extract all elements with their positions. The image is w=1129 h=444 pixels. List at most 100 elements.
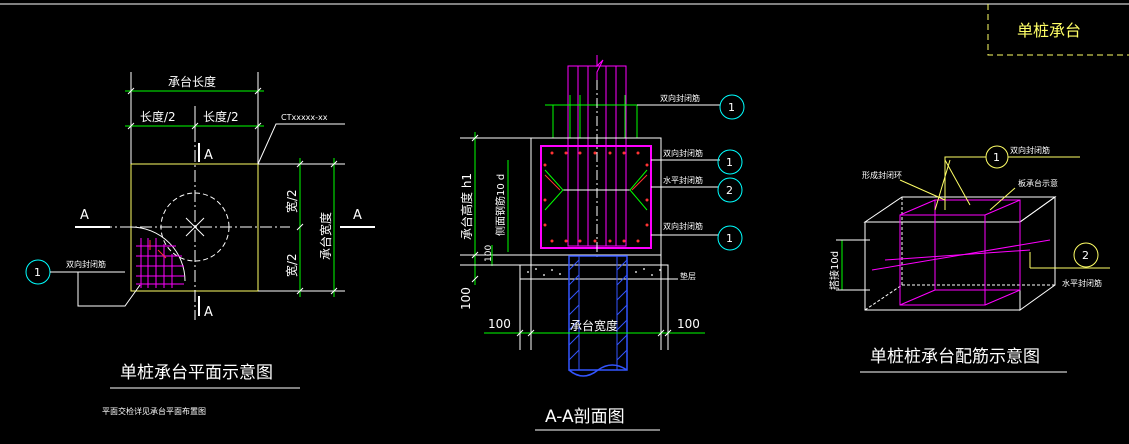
plan-section-a-left: A <box>80 208 89 223</box>
section-left-100: 100 <box>488 317 511 331</box>
iso-ring-label: 形成封闭环 <box>862 170 902 180</box>
section-callout-bot-circle <box>717 225 743 251</box>
plan-pile-circle <box>160 192 230 262</box>
plan-tick-10 <box>330 287 338 295</box>
iso-rebar-link-3 <box>899 289 936 306</box>
iso-callout-2-circle <box>1073 242 1099 268</box>
plan-tick-6 <box>296 160 304 168</box>
plan-subtitle: 平面交检详见承台平面布置图 <box>102 406 206 416</box>
iso-callout-1-number: 1 <box>993 151 1000 164</box>
iso-rebar-link-2 <box>984 199 1021 216</box>
section-cushion <box>519 264 669 280</box>
plan-tag-leader <box>257 123 345 165</box>
section-rebar-dots <box>543 151 649 243</box>
iso-view: 1 双向封闭筋 形成封闭环 板承台示意 搭接10d 2 水平封闭筋 单桩桩承台配… <box>828 145 1110 373</box>
plan-title: 单桩承台平面示意图 <box>120 363 273 383</box>
plan-section-a-right: A <box>353 208 362 223</box>
section-cushion-label: 垫层 <box>680 271 696 281</box>
iso-ring-leader <box>899 179 946 201</box>
section-right-chevron <box>629 169 648 211</box>
iso-callout-1-leader-c <box>934 159 951 211</box>
plan-half-left-label: 长度/2 <box>140 109 176 124</box>
section-callout-top-circle <box>719 94 745 120</box>
section-anchor-label: 侧面钢筋10 d <box>494 174 507 236</box>
iso-rebar-link-1 <box>899 199 936 216</box>
plan-section-a-bottom: A <box>204 305 213 320</box>
section-cushion-hatch <box>527 268 661 276</box>
iso-front-face <box>864 221 1021 311</box>
plan-callout-number: 1 <box>34 266 41 279</box>
section-tick-3 <box>471 275 479 283</box>
plan-rebar-label: 双向封闭筋 <box>66 259 106 269</box>
title-block-frame <box>987 4 1129 56</box>
iso-right-face <box>1019 196 1056 311</box>
section-pile-break <box>568 364 628 377</box>
iso-callout-2-label: 水平封闭筋 <box>1062 278 1102 288</box>
section-callout-top-number: 1 <box>728 101 735 114</box>
section-view: 垫层 承台高度 h1 侧面钢筋10 d 100 100 <box>459 55 745 431</box>
section-break-mark <box>596 55 604 80</box>
plan-leader-tag: CTxxxxx-xx <box>281 113 328 122</box>
plan-tick-7 <box>296 223 304 231</box>
section-callout-mid-circle <box>717 149 743 175</box>
section-right-100: 100 <box>677 317 700 331</box>
section-left-tie <box>544 174 561 191</box>
section-tick-2 <box>471 251 479 259</box>
iso-callout-1-leader-a <box>944 156 986 210</box>
plan-view: 承台长度 长度/2 长度/2 CTxxxxx-xx A A A A 宽/2 宽/… <box>25 72 375 416</box>
plan-tick-5 <box>254 122 262 130</box>
iso-hbar-2 <box>884 249 1031 261</box>
iso-callout-2-number: 2 <box>1082 249 1089 262</box>
section-left-chevron <box>544 169 564 211</box>
plan-tick-3 <box>127 122 135 130</box>
iso-rebar-front <box>899 214 986 306</box>
section-bottom-100: 100 <box>459 287 473 310</box>
iso-rebar-back <box>934 199 1021 291</box>
section-width-label: 承台宽度 <box>570 318 618 333</box>
plan-tick-9 <box>330 160 338 168</box>
section-title: A-A剖面图 <box>545 407 625 427</box>
section-callout-2-circle <box>717 177 743 203</box>
plan-center-cross-b <box>185 217 205 237</box>
section-callout-2-number: 2 <box>726 184 733 197</box>
section-tick-1 <box>471 134 479 142</box>
section-callout-2-label: 水平封闭筋 <box>663 175 703 185</box>
section-tick-5 <box>527 329 535 337</box>
plan-top-dim-label: 承台长度 <box>168 74 216 89</box>
section-pile-hatch <box>568 259 628 361</box>
iso-outline-leader <box>989 187 1016 211</box>
iso-rebar-link-4 <box>984 289 1021 306</box>
section-callout-bot-number: 1 <box>726 232 733 245</box>
section-tick-4 <box>516 329 524 337</box>
section-rebar-cage <box>540 145 652 249</box>
iso-anchor-label: 搭接10d <box>828 251 841 290</box>
section-callout-mid-label: 双向封闭筋 <box>663 148 703 158</box>
plan-tick-2 <box>254 87 262 95</box>
section-height-label: 承台高度 h1 <box>459 173 474 240</box>
plan-quarter-arc <box>130 226 186 282</box>
section-callout-mid-number: 1 <box>726 156 733 169</box>
plan-half-right-label: 长度/2 <box>203 109 239 124</box>
section-callout-bot-label: 双向封闭筋 <box>663 221 703 231</box>
plan-tick-1 <box>127 87 135 95</box>
plan-width-half-top: 宽/2 <box>284 189 299 213</box>
plan-tick-4 <box>191 122 199 130</box>
section-cover-100: 100 <box>484 245 494 262</box>
section-right-tie <box>631 174 648 191</box>
section-tick-7 <box>664 329 672 337</box>
plan-rebar-grid <box>136 238 184 288</box>
iso-callout-1-label: 双向封闭筋 <box>1010 145 1050 155</box>
section-callout-top-label: 双向封闭筋 <box>660 93 700 103</box>
plan-width-total: 承台宽度 <box>318 212 333 260</box>
iso-outline-label: 板承台示意 <box>1018 178 1058 188</box>
plan-section-a-top: A <box>204 148 213 163</box>
iso-top-face <box>863 196 1057 223</box>
section-tick-6 <box>657 329 665 337</box>
plan-width-half-bottom: 宽/2 <box>284 253 299 277</box>
title-block-label: 单桩承台 <box>1017 21 1081 40</box>
plan-tick-8 <box>296 287 304 295</box>
iso-hidden-d <box>864 284 903 311</box>
plan-callout-leader-b <box>77 272 141 307</box>
